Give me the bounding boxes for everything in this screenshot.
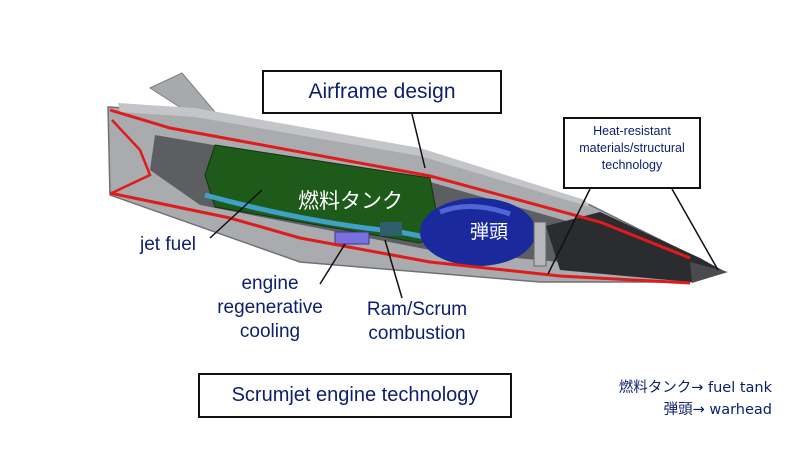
heat-label-line-3: technology: [601, 158, 663, 172]
warhead-highlight: [439, 203, 511, 217]
airframe-design-label: Airframe design: [262, 70, 502, 114]
pointer-jet-fuel: [209, 189, 263, 239]
pointer-engine-cooling: [319, 243, 346, 285]
engine-cooling-line-1: engine: [241, 273, 299, 294]
heat-label-line-1: Heat-resistant: [593, 124, 671, 138]
engine-cooling-line-2: regenerative: [217, 297, 323, 318]
warhead-jp-label: 弾頭: [470, 221, 509, 243]
legend-warhead: 弾頭→ warhead: [663, 402, 772, 418]
nose-section: [546, 212, 725, 282]
fuel-tank: [204, 144, 441, 244]
heat-resistant-label: Heat-resistant materials/structural tech…: [563, 117, 701, 189]
nose-tip: [690, 262, 728, 283]
jet-fuel-label: jet fuel: [140, 234, 196, 255]
pointer-heat-right: [671, 188, 719, 271]
pointer-heat-left: [547, 188, 591, 275]
heat-label-line-2: materials/structural: [579, 141, 685, 155]
legend-fuel-tank: 燃料タンク→ fuel tank: [618, 380, 772, 396]
red-trim-intake: [111, 119, 152, 195]
pointer-ram-scrum: [384, 239, 403, 299]
ram-scrum-line-2: combustion: [368, 323, 466, 344]
engine-part: [380, 222, 402, 236]
scramjet-technology-label: Scrumjet engine technology: [198, 373, 512, 418]
bulkhead: [533, 221, 547, 267]
pointer-airframe: [411, 113, 426, 169]
red-trim-bottom: [109, 191, 691, 285]
ram-scrum-label: Ram/Scrum combustion: [352, 298, 482, 346]
ram-scrum-line-1: Ram/Scrum: [366, 299, 468, 320]
fuel-tank-jp-label: 燃料タンク: [298, 189, 403, 213]
engine-cooling-label: engine regenerative cooling: [200, 272, 340, 344]
translation-legend: 燃料タンク→ fuel tank 弾頭→ warhead: [619, 377, 772, 421]
engine-cooling-line-3: cooling: [239, 321, 301, 342]
red-trim-top: [109, 108, 691, 260]
combustor: [334, 231, 370, 245]
airframe-top-surface: [118, 103, 590, 207]
